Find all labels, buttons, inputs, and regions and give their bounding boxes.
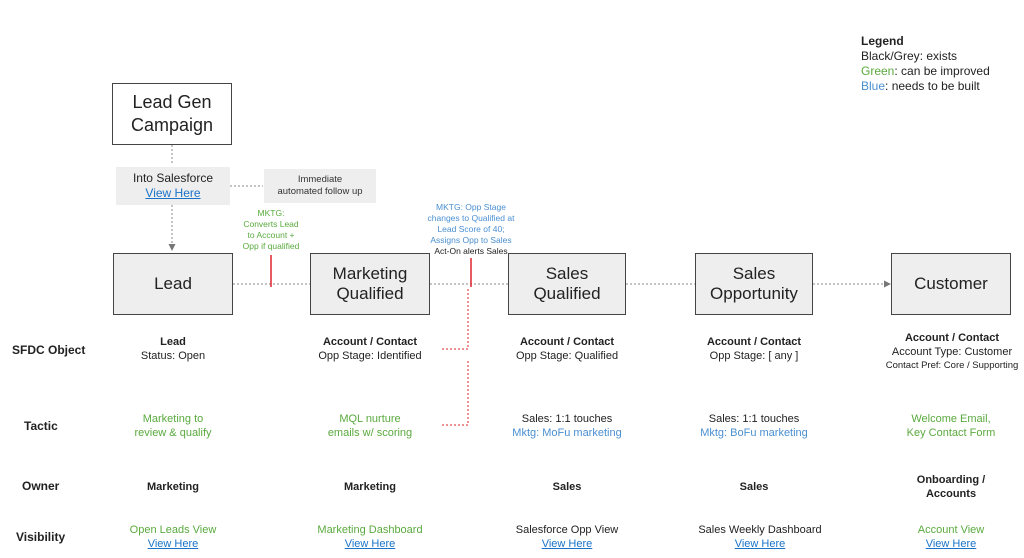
tactic-cell-sql: Sales: 1:1 touches Mktg: MoFu marketing — [477, 412, 657, 440]
owner-cell-opportunity: Sales — [739, 481, 769, 493]
legend-item-blue: Blue: needs to be built — [861, 79, 990, 94]
sfdc-title: Account / Contact — [706, 336, 802, 348]
stage-customer: Customer — [891, 253, 1011, 315]
sfdc-line: Account Type: Customer — [891, 346, 1013, 358]
owner-cell-lead: Marketing — [147, 481, 199, 493]
sfdc-line: Opp Stage: Qualified — [515, 350, 619, 362]
row-label-sfdc: SFDC Object — [12, 343, 86, 357]
legend-desc: : exists — [919, 49, 958, 63]
sfdc-cell-opportunity: Account / Contact Opp Stage: [ any ] — [664, 335, 844, 363]
legend: Legend Black/Grey: exists Green: can be … — [861, 34, 990, 94]
tactic-line: Mktg: BoFu marketing — [700, 427, 808, 439]
legend-item-black: Black/Grey: exists — [861, 49, 990, 64]
sfdc-cell-lead: Lead Status: Open — [83, 335, 263, 363]
row-label-owner: Owner — [22, 479, 60, 493]
tactic-line: MQL nurture — [339, 413, 401, 425]
visibility-link[interactable]: View Here — [541, 538, 593, 550]
tactic-cell-opportunity: Sales: 1:1 touches Mktg: BoFu marketing — [664, 412, 844, 440]
visibility-cell-lead: Open Leads View View Here — [83, 523, 263, 551]
tactic-cell-lead: Marketing to review & qualify — [83, 412, 263, 440]
visibility-label: Salesforce Opp View — [515, 524, 619, 536]
legend-title: Legend — [861, 34, 904, 48]
into-salesforce-box: Into Salesforce View Here — [116, 167, 230, 205]
legend-desc: : can be improved — [894, 64, 990, 78]
sfdc-cell-customer: Account / Contact Account Type: Customer… — [854, 331, 1024, 373]
sfdc-line: Status: Open — [140, 350, 206, 362]
stage-sales-opportunity: Sales Opportunity — [695, 253, 813, 315]
row-label-visibility: Visibility — [16, 530, 66, 544]
visibility-cell-mql: Marketing Dashboard View Here — [280, 523, 460, 551]
sfdc-line: Opp Stage: Identified — [318, 350, 422, 362]
owner-cell-customer: Onboarding / Accounts — [916, 474, 986, 500]
visibility-link[interactable]: View Here — [734, 538, 786, 550]
tactic-line: Marketing to — [142, 413, 204, 425]
legend-key: Blue — [861, 79, 886, 93]
into-salesforce-link[interactable]: View Here — [145, 186, 201, 200]
sfdc-title: Lead — [160, 336, 186, 348]
annotation-converts-lead: MKTG: Converts Lead to Account + Opp if … — [242, 208, 300, 251]
sfdc-title: Account / Contact — [322, 336, 418, 348]
visibility-label: Account View — [917, 524, 985, 536]
followup-note: Immediate automated follow up — [264, 169, 376, 203]
visibility-label: Sales Weekly Dashboard — [698, 524, 822, 536]
legend-key: Green — [861, 64, 895, 78]
tactic-line: Key Contact Form — [906, 427, 996, 439]
sfdc-title: Account / Contact — [519, 336, 615, 348]
tactic-line: Sales: 1:1 touches — [708, 413, 800, 425]
tactic-line: Mktg: MoFu marketing — [512, 427, 622, 439]
sfdc-line: Opp Stage: [ any ] — [709, 350, 799, 362]
visibility-cell-opportunity: Sales Weekly Dashboard View Here — [670, 523, 850, 551]
visibility-link[interactable]: View Here — [925, 538, 977, 550]
tactic-line: Welcome Email, — [911, 413, 991, 425]
red-dotted-path-2 — [442, 360, 469, 426]
annotation-opp-stage: MKTG: Opp Stage changes to Qualified at … — [427, 202, 515, 245]
sfdc-cell-sql: Account / Contact Opp Stage: Qualified — [477, 335, 657, 363]
red-dotted-path — [442, 287, 469, 350]
tactic-line: Sales: 1:1 touches — [521, 413, 613, 425]
annotation-acton: Act-On alerts Sales — [434, 246, 508, 256]
visibility-label: Marketing Dashboard — [317, 524, 423, 536]
tactic-line: review & qualify — [134, 427, 212, 439]
lead-gen-campaign-box: Lead Gen Campaign — [112, 83, 232, 145]
owner-cell-sql: Sales — [552, 481, 582, 493]
tactic-line: emails w/ scoring — [327, 427, 413, 439]
sfdc-cell-mql: Account / Contact Opp Stage: Identified — [280, 335, 460, 363]
tactic-cell-customer: Welcome Email, Key Contact Form — [861, 412, 1024, 440]
into-salesforce-label: Into Salesforce — [132, 171, 214, 185]
visibility-link[interactable]: View Here — [147, 538, 199, 550]
stage-lead: Lead — [113, 253, 233, 315]
stage-sales-qualified: Sales Qualified — [508, 253, 626, 315]
tactic-cell-mql: MQL nurture emails w/ scoring — [280, 412, 460, 440]
visibility-cell-sql: Salesforce Opp View View Here — [477, 523, 657, 551]
visibility-label: Open Leads View — [129, 524, 217, 536]
legend-item-green: Green: can be improved — [861, 64, 990, 79]
visibility-cell-customer: Account View View Here — [861, 523, 1024, 551]
legend-desc: : needs to be built — [885, 79, 980, 93]
sfdc-title: Account / Contact — [904, 332, 1000, 344]
stage-marketing-qualified: Marketing Qualified — [310, 253, 430, 315]
row-label-tactic: Tactic — [24, 419, 58, 433]
sfdc-line-secondary: Contact Pref: Core / Supporting — [885, 360, 1019, 371]
visibility-link[interactable]: View Here — [344, 538, 396, 550]
legend-key: Black/Grey — [861, 49, 920, 63]
owner-cell-mql: Marketing — [344, 481, 396, 493]
